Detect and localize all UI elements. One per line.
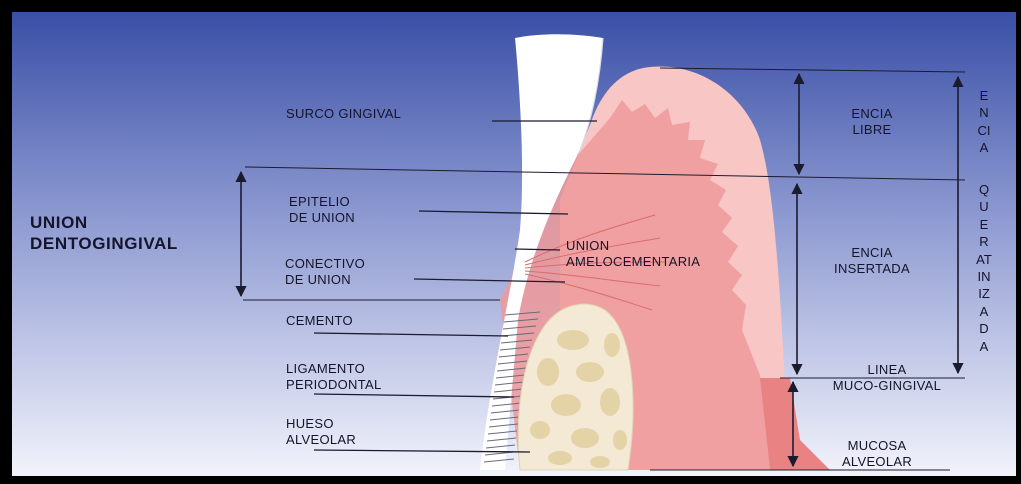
label-encia-vertical: ENCIA [976, 87, 992, 157]
label-encia-insertada-line1: ENCIA [812, 245, 932, 261]
label-epitelio-de-union: EPITELIO DE UNION [289, 194, 355, 226]
label-conectivo-line1: CONECTIVO [285, 256, 365, 272]
label-linea-muco-gingival: LINEA MUCO-GINGIVAL [802, 362, 972, 394]
label-linea-line1: LINEA [802, 362, 972, 378]
label-encia-libre-line1: ENCIA [832, 106, 912, 122]
label-encia-insertada-line2: INSERTADA [812, 261, 932, 277]
label-hueso-line1: HUESO [286, 416, 356, 432]
label-union-dentogingival-line2: DENTOGINGIVAL [30, 233, 178, 254]
label-epitelio-line1: EPITELIO [289, 194, 355, 210]
label-mucosa-line1: MUCOSA [827, 438, 927, 454]
label-union-dentogingival-line1: UNION [30, 212, 178, 233]
label-surco-gingival: SURCO GINGIVAL [286, 106, 401, 122]
label-ligamento-line1: LIGAMENTO [286, 361, 382, 377]
label-epitelio-line2: DE UNION [289, 210, 355, 226]
label-hueso-line2: ALVEOLAR [286, 432, 356, 448]
label-cemento: CEMENTO [286, 313, 353, 329]
label-conectivo-line2: DE UNION [285, 272, 365, 288]
label-linea-line2: MUCO-GINGIVAL [802, 378, 972, 394]
label-union-dentogingival: UNION DENTOGINGIVAL [30, 212, 178, 254]
label-ligamento-line2: PERIODONTAL [286, 377, 382, 393]
label-encia-libre: ENCIA LIBRE [832, 106, 912, 138]
label-encia-libre-line2: LIBRE [832, 122, 912, 138]
label-hueso-alveolar: HUESO ALVEOLAR [286, 416, 356, 448]
label-amelocementaria-line1: UNION [566, 238, 700, 254]
label-encia-insertada: ENCIA INSERTADA [812, 245, 932, 277]
label-ligamento-periodontal: LIGAMENTO PERIODONTAL [286, 361, 382, 393]
label-mucosa-line2: ALVEOLAR [827, 454, 927, 470]
label-amelocementaria-line2: AMELOCEMENTARIA [566, 254, 700, 270]
label-queratinizada-vertical: QUERATINIZADA [976, 181, 992, 355]
label-mucosa-alveolar: MUCOSA ALVEOLAR [827, 438, 927, 470]
label-union-amelocementaria: UNION AMELOCEMENTARIA [566, 238, 700, 270]
label-conectivo-de-union: CONECTIVO DE UNION [285, 256, 365, 288]
